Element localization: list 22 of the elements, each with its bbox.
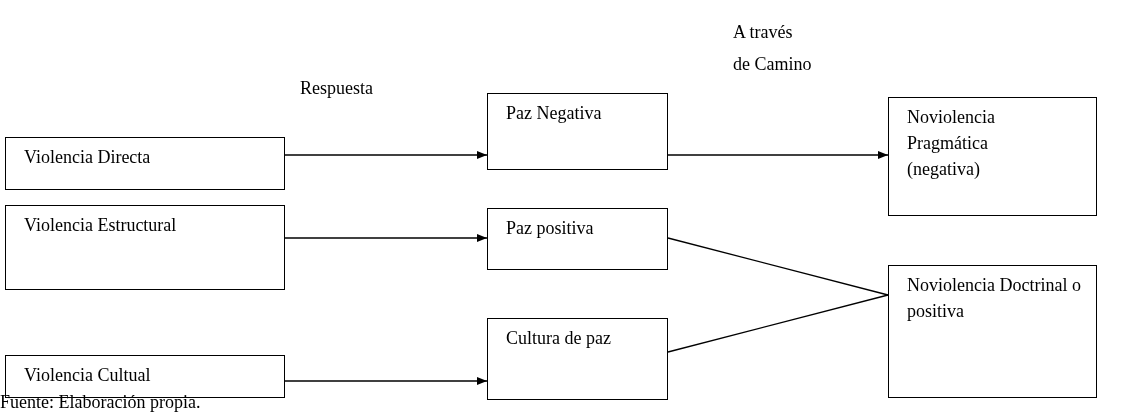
box-text: Cultura de paz bbox=[506, 327, 612, 350]
process-box bbox=[5, 137, 285, 190]
arrow bbox=[284, 234, 488, 242]
box-text: Paz Negativa bbox=[506, 102, 603, 125]
process-box bbox=[888, 97, 1097, 216]
arrow bbox=[667, 151, 889, 159]
process-box bbox=[487, 208, 668, 270]
connector-line bbox=[667, 237, 889, 296]
box-text: Violencia Cultual bbox=[24, 364, 152, 387]
process-box bbox=[888, 265, 1097, 398]
box-text: Noviolencia Pragmática (negativa) bbox=[907, 106, 996, 181]
box-text: Violencia Directa bbox=[24, 146, 152, 169]
box-text: Noviolencia Doctrinal o positiva bbox=[907, 274, 1082, 323]
arrow bbox=[284, 377, 488, 385]
box-text: Violencia Estructural bbox=[24, 214, 178, 237]
process-box bbox=[487, 318, 668, 400]
caption: Fuente: Elaboración propia. bbox=[0, 391, 201, 413]
connector-line bbox=[667, 294, 889, 353]
process-box bbox=[5, 205, 285, 290]
box-text: Paz positiva bbox=[506, 217, 595, 240]
process-box bbox=[487, 93, 668, 170]
arrow bbox=[284, 151, 488, 159]
